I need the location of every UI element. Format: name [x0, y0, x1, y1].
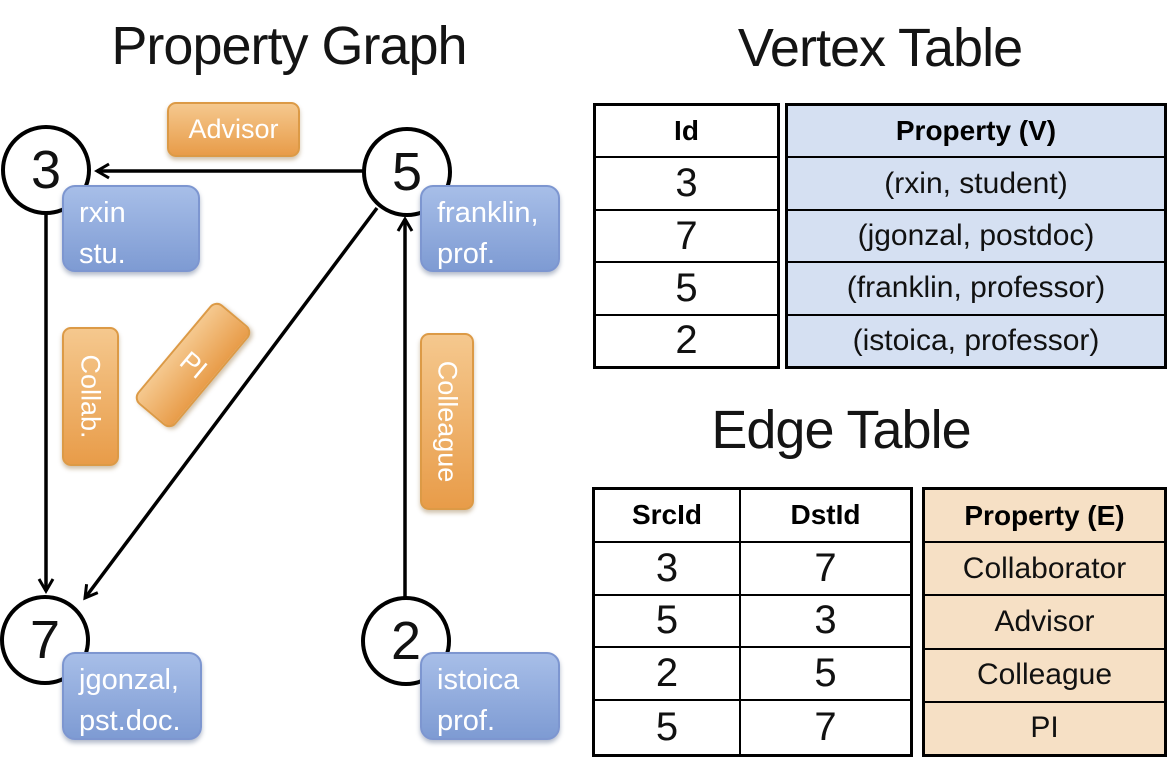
vertex-box-istoica-line1: istoica: [437, 664, 520, 696]
vertex-box-rxin-line1: rxin: [79, 197, 126, 229]
vertex-box-franklin: franklin, prof.: [420, 185, 560, 272]
vertex-table-id-cell: 5: [596, 263, 777, 316]
edge-table-dst-cell: 5: [741, 648, 910, 702]
vertex-box-rxin-line2: stu.: [79, 237, 126, 270]
edge-table-property-cell: Colleague: [925, 650, 1164, 703]
node-3-label: 3: [30, 140, 62, 200]
edge-label-colleague: Colleague: [420, 333, 474, 510]
graph-node-3: 3: [1, 125, 91, 215]
edge-table-src-cell: 2: [595, 648, 741, 702]
vertex-table-id-cell: 7: [596, 211, 777, 264]
edge-table-property-cell: PI: [1030, 711, 1059, 745]
edge-label-collab-text: Collab.: [76, 354, 107, 439]
edge-table-dst-cell: 7: [741, 543, 910, 596]
edge-label-pi-text: PI: [173, 344, 213, 385]
edge-table-property-column: Property (E) Collaborator Advisor Collea…: [922, 487, 1167, 757]
vertex-table-property-header: Property (V): [788, 106, 1164, 159]
vertex-table-property-column: Property (V) (rxin, student) (jgonzal, p…: [785, 103, 1167, 369]
node-5-label: 5: [391, 142, 423, 202]
edge-label-advisor: Advisor: [167, 102, 300, 157]
edge-table-dst-cell: 7: [814, 705, 837, 750]
vertex-table-id-column: Id 3 7 5 2: [593, 103, 780, 369]
vertex-box-rxin: rxin stu.: [62, 185, 200, 272]
edge-table-property-header: Property (E): [925, 490, 1164, 544]
vertex-table-property-cell: (istoica, professor): [852, 323, 1100, 357]
edge-label-colleague-text: Colleague: [432, 360, 463, 483]
vertex-box-jgonzal-line2: pst.doc.: [79, 704, 181, 737]
vertex-box-istoica-line2: prof.: [437, 704, 496, 737]
edge-label-collab: Collab.: [62, 327, 119, 466]
node-7-label: 7: [29, 610, 61, 670]
edge-table-dst-header: DstId: [741, 490, 910, 543]
vertex-table-id-cell: 3: [596, 158, 777, 211]
edge-table-src-cell: 5: [595, 701, 741, 754]
vertex-table-property-cell: (jgonzal, postdoc): [788, 211, 1164, 264]
edge-table-src-cell: 3: [595, 542, 741, 596]
edge-table-property-cell: Advisor: [925, 596, 1164, 650]
vertex-box-jgonzal: jgonzal, pst.doc.: [62, 652, 202, 740]
node-2-label: 2: [390, 611, 422, 671]
vertex-box-jgonzal-line1: jgonzal,: [79, 664, 179, 696]
edge-table-property-cell: Collaborator: [925, 543, 1164, 597]
edge-table-id-columns: SrcId DstId 3 7 5 3 2 5 5 7: [592, 487, 913, 757]
edge-table-title: Edge Table: [711, 400, 971, 460]
vertex-table-property-cell: (rxin, student): [788, 158, 1164, 211]
edge-table-src-cell: 5: [595, 595, 741, 649]
edge-table-src-header: SrcId: [595, 490, 741, 543]
vertex-table-id-cell: 2: [675, 318, 698, 363]
edge-table-dst-cell: 3: [741, 596, 910, 649]
property-graph-title: Property Graph: [111, 16, 467, 76]
vertex-box-istoica: istoica prof.: [420, 652, 560, 740]
vertex-box-franklin-line1: franklin,: [437, 197, 539, 229]
vertex-table-property-cell: (franklin, professor): [788, 263, 1164, 316]
vertex-table-id-header: Id: [596, 106, 777, 159]
vertex-box-franklin-line2: prof.: [437, 237, 496, 270]
edge-label-advisor-text: Advisor: [188, 114, 279, 144]
vertex-table-title: Vertex Table: [737, 18, 1023, 78]
edge-label-pi: PI: [132, 299, 254, 431]
